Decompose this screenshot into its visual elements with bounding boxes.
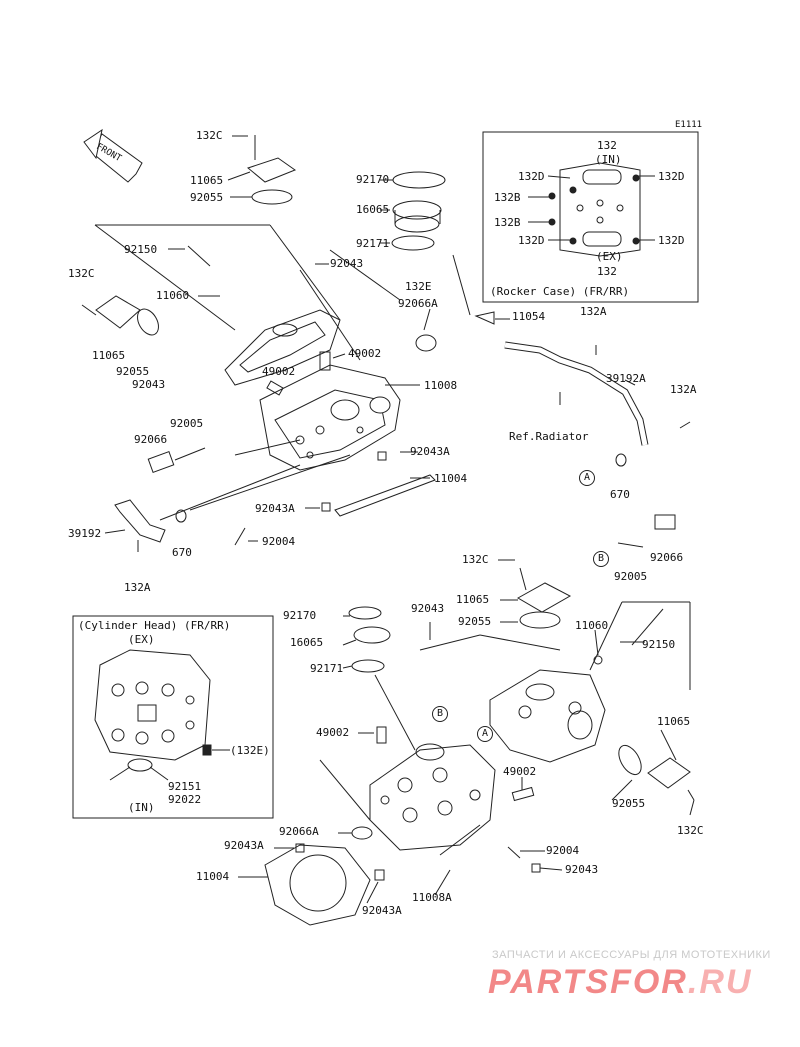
rocker-label-br: 132D (658, 234, 685, 247)
label-11008a: 11008A (412, 891, 452, 904)
label-92043-u1: 92043 (330, 257, 364, 270)
watermark-brand-name: PARTSFOR (488, 963, 688, 1001)
label-92066a-l: 92066A (279, 825, 319, 838)
cylinder-label-132e: (132E) (230, 744, 270, 757)
label-11004: 11004 (434, 472, 468, 485)
label-670: 670 (172, 546, 192, 559)
label-670-r: 670 (610, 488, 630, 501)
label-49002-l2: 49002 (503, 765, 537, 778)
label-132e: 132E (405, 280, 432, 293)
cylinder-label-92022: 92022 (168, 793, 202, 806)
label-39192a: 39192A (606, 372, 646, 385)
label-11065-r: 11065 (657, 715, 691, 728)
callout-a-lower: A (477, 726, 493, 742)
watermark-domain: .RU (687, 963, 753, 1001)
label-11065-left: 11065 (92, 349, 126, 362)
rocker-label-b1: 132B (494, 191, 521, 204)
watermark-tagline: ЗАПЧАСТИ И АКСЕССУАРЫ ДЛЯ МОТОТЕХНИКИ (492, 949, 771, 961)
label-132a-r1: 132A (580, 305, 607, 318)
label-92066a: 92066A (398, 297, 438, 310)
cylinder-ex-label: (EX) (128, 633, 155, 646)
label-16065-mid: 16065 (290, 636, 324, 649)
label-49002-u2: 49002 (262, 365, 296, 378)
cylinder-head-inset-frame (72, 615, 274, 819)
label-92005-mid: 92005 (614, 570, 648, 583)
rocker-case-inset-frame (482, 131, 699, 303)
rocker-case-inset-drawing (528, 162, 655, 257)
label-92150-mid: 92150 (642, 638, 676, 651)
front-arrow-icon (83, 128, 143, 183)
label-11065-top: 11065 (190, 174, 224, 187)
label-132c-left: 132C (68, 267, 95, 280)
rocker-label-tl: 132D (518, 170, 545, 183)
rocker-inset-title: (Rocker Case) (FR/RR) (490, 285, 630, 298)
label-92066: 92066 (134, 433, 168, 446)
label-92043-l: 92043 (565, 863, 599, 876)
cylinder-head-inset-drawing (94, 649, 230, 781)
label-39192: 39192 (68, 527, 102, 540)
rocker-label-bl: 132D (518, 234, 545, 247)
label-11065-mid: 11065 (456, 593, 490, 606)
lower-cylinder-head-drawing (238, 514, 695, 926)
label-92004: 92004 (262, 535, 296, 548)
label-92004-l: 92004 (546, 844, 580, 857)
label-92066-mid: 92066 (650, 551, 684, 564)
callout-b-lower: B (432, 706, 448, 722)
cylinder-inset-title: (Cylinder Head) (FR/RR) (78, 619, 231, 632)
label-92055-r: 92055 (612, 797, 646, 810)
label-92170: 92170 (356, 173, 390, 186)
label-11054: 11054 (512, 310, 546, 323)
label-11060-mid: 11060 (575, 619, 609, 632)
label-11008: 11008 (424, 379, 458, 392)
diagram-code: E1111 (675, 120, 703, 130)
cylinder-label-92151: 92151 (168, 780, 202, 793)
ref-radiator-label: Ref.Radiator (509, 430, 589, 443)
watermark-brand: PARTSFOR.RU (488, 963, 752, 1002)
label-11004-l: 11004 (196, 870, 230, 883)
label-92171: 92171 (356, 237, 390, 250)
callout-b-mid: B (593, 551, 609, 567)
label-49002-l1: 49002 (316, 726, 350, 739)
label-92055-top: 92055 (190, 191, 224, 204)
label-92055-mid: 92055 (458, 615, 492, 628)
label-92055-left: 92055 (116, 365, 150, 378)
label-92043a-l2: 92043A (362, 904, 402, 917)
label-92043-mid: 92043 (411, 602, 445, 615)
label-132c-r: 132C (677, 824, 704, 837)
label-92150: 92150 (124, 243, 158, 256)
label-132a-r2: 132A (670, 383, 697, 396)
label-92043a-1: 92043A (410, 445, 450, 458)
label-49002-u1: 49002 (348, 347, 382, 360)
rocker-label-b2: 132B (494, 216, 521, 229)
label-132a: 132A (124, 581, 151, 594)
callout-a-upper: A (579, 470, 595, 486)
rocker-ex-label: (EX) (596, 250, 623, 263)
upper-cylinder-head-drawing (81, 135, 691, 552)
rocker-label-bottom: 132 (597, 265, 617, 278)
rocker-in-label: (IN) (595, 153, 622, 166)
label-92043a-2: 92043A (255, 502, 295, 515)
label-92170-mid: 92170 (283, 609, 317, 622)
label-132c-mid: 132C (462, 553, 489, 566)
rocker-label-top: 132 (597, 139, 617, 152)
label-11060: 11060 (156, 289, 190, 302)
label-16065: 16065 (356, 203, 390, 216)
label-92043a-l1: 92043A (224, 839, 264, 852)
label-92005: 92005 (170, 417, 204, 430)
label-92043-left: 92043 (132, 378, 166, 391)
rocker-label-tr: 132D (658, 170, 685, 183)
cylinder-in-label: (IN) (128, 801, 155, 814)
label-92171-mid: 92171 (310, 662, 344, 675)
label-132c-top: 132C (196, 129, 223, 142)
